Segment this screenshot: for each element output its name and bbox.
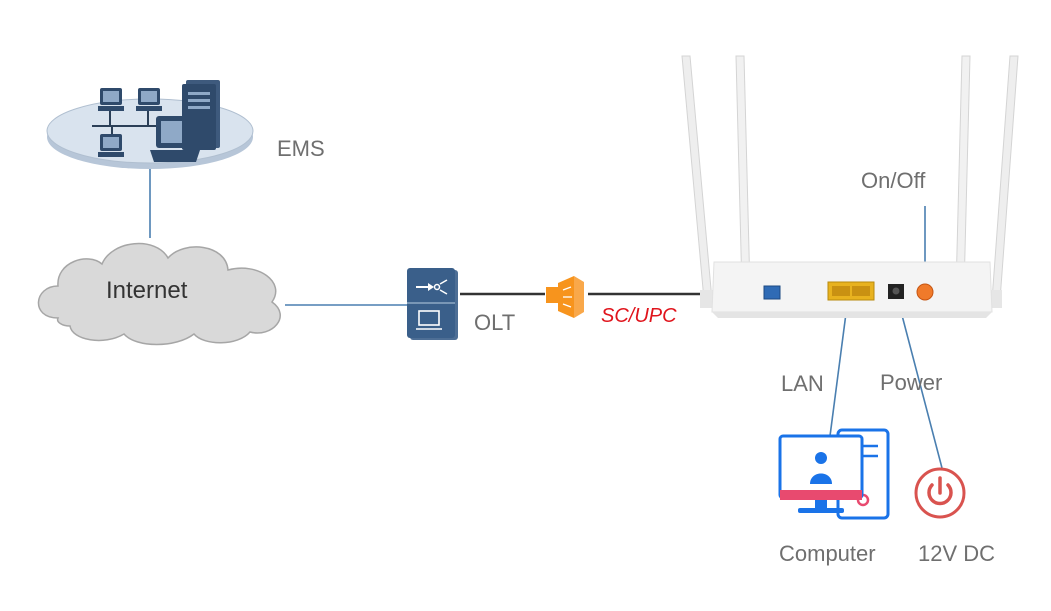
dc-label: 12V DC	[918, 541, 995, 566]
desktop-computer-icon	[778, 428, 890, 520]
olt-device-icon	[407, 268, 458, 340]
lan-label: LAN	[781, 371, 824, 396]
power-link	[897, 299, 943, 469]
computer-label: Computer	[779, 541, 876, 566]
ont-router-icon	[681, 55, 1019, 318]
lan-link	[829, 297, 849, 437]
network-cluster-icon	[46, 80, 254, 169]
power-symbol-icon	[914, 467, 966, 519]
internet-label: Internet	[106, 277, 188, 304]
ems-label: EMS	[277, 136, 325, 161]
olt-label: OLT	[474, 310, 515, 335]
cloud-icon	[37, 242, 281, 346]
power-label: Power	[880, 370, 942, 395]
sc-upc-label: SC/UPC	[601, 305, 677, 327]
on-off-label: On/Off	[861, 168, 926, 193]
sc-upc-connector-icon	[546, 276, 584, 318]
